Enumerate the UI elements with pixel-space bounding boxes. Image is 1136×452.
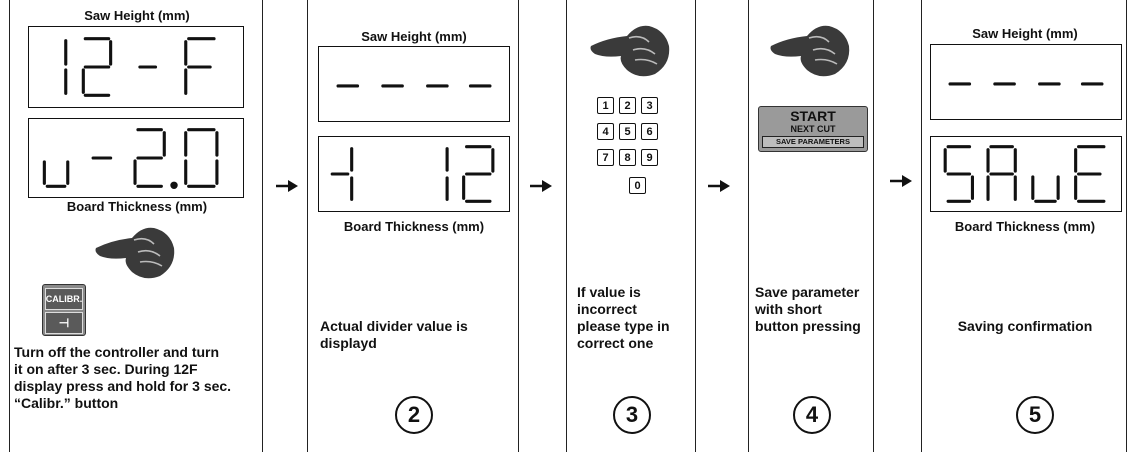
step-4-panel: START NEXT CUT SAVE PARAMETERS Save para… xyxy=(748,0,874,452)
board-thickness-label: Board Thickness (mm) xyxy=(66,199,208,214)
step-5-description: Saving confirmation xyxy=(957,318,1093,334)
board-thickness-label: Board Thickness (mm) xyxy=(954,219,1096,234)
start-button-save: SAVE PARAMETERS xyxy=(762,136,864,148)
step-3-panel: 1 2 3 4 5 6 7 8 9 0 If value is incorrec… xyxy=(566,0,696,452)
board-thickness-display xyxy=(318,136,510,212)
start-button[interactable]: START NEXT CUT SAVE PARAMETERS xyxy=(758,106,868,152)
keypad-key-8[interactable]: 8 xyxy=(619,149,636,166)
pointing-hand-icon xyxy=(94,218,178,282)
pointing-hand-icon xyxy=(769,16,853,80)
step-2-number: 2 xyxy=(395,396,433,434)
keypad-key-2[interactable]: 2 xyxy=(619,97,636,114)
start-button-next-cut: NEXT CUT xyxy=(790,124,836,134)
step-3-description: If value is incorrect please type in cor… xyxy=(577,284,670,351)
step-2-panel: Saw Height (mm) Board Thickness (mm) Act… xyxy=(307,0,519,452)
pointing-hand-icon xyxy=(589,16,673,80)
arrow-right-icon xyxy=(708,180,730,192)
step-5-panel: Saw Height (mm) xyxy=(921,0,1127,452)
keypad-key-5[interactable]: 5 xyxy=(619,123,636,140)
start-button-title: START xyxy=(790,108,836,124)
keypad-key-3[interactable]: 3 xyxy=(641,97,658,114)
arrow-right-icon xyxy=(276,180,298,192)
step-4-description: Save parameter with short button pressin… xyxy=(755,284,861,334)
arrow-right-icon xyxy=(890,175,912,187)
step-2-description: Actual divider value is displayd xyxy=(320,318,468,351)
board-thickness-display xyxy=(930,136,1122,212)
saw-height-label: Saw Height (mm) xyxy=(84,8,190,23)
saw-height-display xyxy=(28,26,244,108)
keypad-key-4[interactable]: 4 xyxy=(597,123,614,140)
step-1-panel: Saw Height (mm) xyxy=(9,0,263,452)
step-4-number: 4 xyxy=(793,396,831,434)
keypad-key-1[interactable]: 1 xyxy=(597,97,614,114)
calibr-button-label: CALIBR. xyxy=(45,288,83,310)
keypad-key-0[interactable]: 0 xyxy=(629,177,646,194)
saw-height-display xyxy=(318,46,510,122)
step-5-number: 5 xyxy=(1016,396,1054,434)
board-thickness-label: Board Thickness (mm) xyxy=(343,219,485,234)
arrow-right-icon xyxy=(530,180,552,192)
saw-height-label: Saw Height (mm) xyxy=(361,29,467,44)
saw-height-display xyxy=(930,44,1122,120)
calibr-button-symbol: ⊣ xyxy=(45,312,83,334)
step-1-description: Turn off the controller and turn it on a… xyxy=(14,344,232,411)
step-3-number: 3 xyxy=(613,396,651,434)
keypad-key-9[interactable]: 9 xyxy=(641,149,658,166)
board-thickness-display xyxy=(28,118,244,198)
calibr-button[interactable]: CALIBR. ⊣ xyxy=(42,284,86,336)
saw-height-label: Saw Height (mm) xyxy=(972,26,1078,41)
keypad-key-6[interactable]: 6 xyxy=(641,123,658,140)
keypad-key-7[interactable]: 7 xyxy=(597,149,614,166)
